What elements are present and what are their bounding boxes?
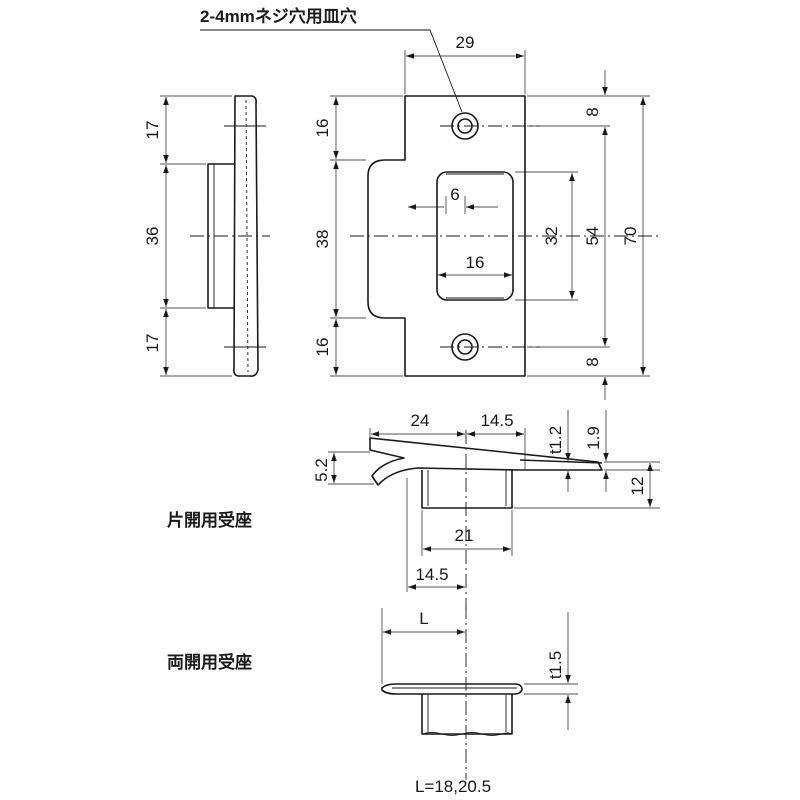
single-door-label: 片開用受座	[167, 510, 252, 530]
screw-hole-leader	[200, 29, 463, 113]
double-box-inner	[427, 694, 507, 732]
double-plate	[381, 683, 523, 695]
pitch-label: 54	[583, 227, 602, 246]
double-length-note: L=18,20.5	[415, 777, 491, 796]
total-height-label: 70	[621, 227, 640, 246]
offset-bottom-label: 8	[583, 357, 602, 366]
double-t-label: t1.5	[546, 651, 565, 679]
front-left-dim-top-label: 16	[313, 119, 332, 138]
single-door-view: 片開用受座 24 14.5 t1.2 1.9 12 5.2 21	[167, 410, 660, 610]
double-box-bottom-wave	[421, 732, 513, 736]
single-top-ext	[369, 428, 526, 470]
side-view: 17 36 17	[143, 95, 270, 377]
single-half-label: 14.5	[480, 411, 513, 430]
side-dim-bottom: 17	[143, 334, 162, 353]
single-box-inner	[427, 470, 507, 506]
side-dim-top: 17	[143, 121, 162, 140]
single-depth-label: 5.2	[312, 458, 331, 482]
screw-hole-note: 2-4mmネジ穴用皿穴	[200, 6, 357, 26]
offset-top-label: 8	[583, 107, 602, 116]
double-L-label: L	[419, 609, 428, 628]
side-plate-outline	[233, 95, 259, 377]
slot-width-label: 16	[466, 253, 485, 272]
front-plate-outline	[367, 95, 526, 377]
slot-inner-label: 6	[450, 185, 459, 204]
front-left-dim-middle-label: 38	[313, 230, 332, 249]
screw-hole-note-group: 2-4mmネジ穴用皿穴	[200, 6, 463, 113]
single-offset-label: 14.5	[415, 565, 448, 584]
single-depth-ext	[328, 451, 374, 485]
single-step-label: 1.9	[584, 426, 603, 450]
single-plate	[369, 437, 603, 486]
double-door-label: 両開用受座	[167, 652, 252, 672]
front-width-label: 29	[456, 33, 475, 52]
front-view: 16 38 16 29 6 16 32 54 8 8 70	[313, 33, 660, 400]
latch-slot-inner	[446, 173, 504, 299]
single-plate-top	[519, 459, 603, 464]
double-box	[421, 694, 513, 735]
single-box-ext	[421, 510, 513, 556]
slot-height-label: 32	[542, 227, 561, 246]
single-lip-label: 24	[411, 411, 430, 430]
double-door-view: 両開用受座 L t1.5 L=18,20.5	[167, 605, 578, 796]
single-height-label: 12	[628, 477, 647, 496]
side-dim-middle: 36	[143, 227, 162, 246]
single-box	[421, 470, 513, 509]
front-left-dim-bottom-label: 16	[313, 338, 332, 357]
single-t-label: t1.2	[546, 426, 565, 454]
single-box-label: 21	[455, 526, 474, 545]
double-t-ext	[524, 683, 578, 695]
